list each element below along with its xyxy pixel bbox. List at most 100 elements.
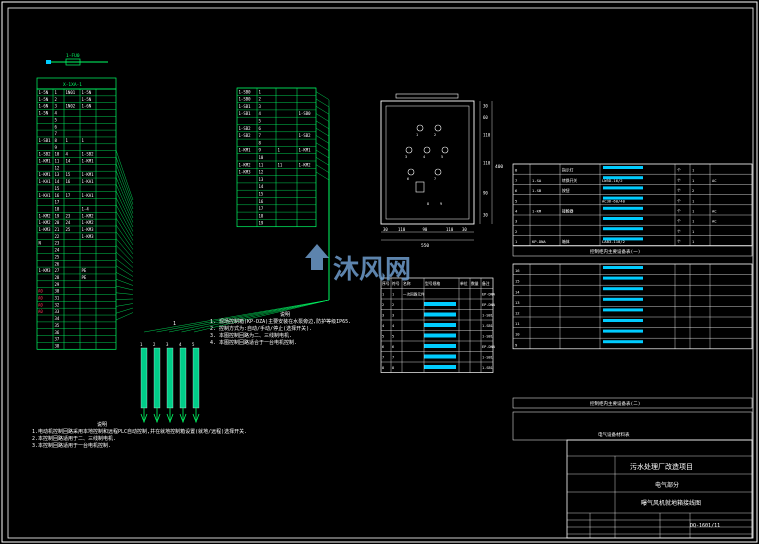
comp-cell: 6 <box>392 345 394 349</box>
indicator-lamp-icon <box>407 168 415 176</box>
bom-top-cell: 1 <box>692 168 695 173</box>
cable-fan-line <box>115 303 134 307</box>
dim-label: 90 <box>483 191 488 196</box>
cable-fan-line <box>115 211 134 241</box>
tb2-cell: 19 <box>259 221 264 226</box>
tb1-cell: 15 <box>66 172 71 177</box>
bus-end-icon <box>46 60 51 64</box>
bom-top-cell: 个 <box>677 229 681 234</box>
note-left-line: 3.本控制回路适用于一台电机控制. <box>32 443 112 449</box>
note-middle: 说明 1. 现场控制箱(KP-DZA)主要安装在水泵旁边,防护等级IP65. 2… <box>210 312 360 347</box>
title-drawing-no: DQ-1601/11 <box>690 523 721 529</box>
bom-top-cell: 4 <box>515 209 518 214</box>
dim-height: 400 <box>495 164 503 170</box>
bom-footer-box <box>512 411 753 441</box>
bom-bottom-cell: 16 <box>515 268 520 273</box>
tb1-cell: 10 <box>55 152 60 157</box>
comp-cell: 8 <box>392 366 394 370</box>
bom-bottom-cell: 12 <box>515 311 520 316</box>
tb2-cell: 13 <box>259 177 264 182</box>
bom-bottom-cell: 15 <box>515 279 520 284</box>
cable-fan-line <box>115 272 134 282</box>
tb2-cell: 3 <box>259 104 262 109</box>
cable-fan-line <box>115 183 134 223</box>
bom-top-cell: 个 <box>677 239 681 244</box>
comp-cell: 8 <box>382 366 384 370</box>
cable-sheath <box>153 347 161 409</box>
bom-top-cell: 1 <box>692 219 695 224</box>
bom-top-fill-bar <box>603 227 643 231</box>
tb2-cell: 1-KM1 <box>299 148 312 153</box>
tb1-cell: 37 <box>55 337 60 342</box>
tb1-cell: 1-6N <box>39 104 49 109</box>
bom-top-fill-bar <box>603 166 643 169</box>
bom-top-cell: LAB3-110/2 <box>602 239 625 244</box>
tb2-cell: 17 <box>259 206 264 211</box>
dim-label: 30 <box>483 213 488 218</box>
tb2-cell: 10 <box>259 155 264 160</box>
dim-label: 30 <box>383 227 388 232</box>
bom-top-cell: 个 <box>677 219 681 224</box>
bom-top-cell: LW5D-16/2 <box>602 178 623 183</box>
tb1-cell: 24 <box>55 248 60 253</box>
tb2-lead <box>315 164 330 173</box>
comp-header-cell: 序号 <box>382 281 390 286</box>
tb1-cell: 34 <box>55 316 60 321</box>
tb2-cell: 1-KM1 <box>239 148 252 153</box>
panel-part-label: 6 <box>407 177 409 181</box>
comp-cell: 1 <box>382 293 384 297</box>
dim-total: 550 <box>421 243 429 249</box>
tb2-cell: 18 <box>259 213 264 218</box>
bom-top-cell: 7 <box>515 178 517 183</box>
tb1-cell: 9 <box>55 145 58 150</box>
tb1-cell: 1-5N <box>82 90 92 95</box>
tb1-cell: 19 <box>55 213 60 218</box>
tb1-cell: 13 <box>55 172 60 177</box>
tb1-cell: 25 <box>66 227 71 232</box>
cable-fan-line <box>115 149 134 201</box>
cable-fan-line <box>168 299 330 333</box>
comp-header-cell: 符号 <box>392 281 400 286</box>
note-left: 说明 1.电动机控制回路采用本地控制和远程PLC自动控制,并在就地控制箱设置(就… <box>32 422 247 450</box>
tb1-cell: 1 <box>82 138 85 143</box>
comp-fill-bar <box>424 312 456 317</box>
bom-bottom-cell: 11 <box>515 321 520 326</box>
tb1-cell: 23 <box>55 241 60 246</box>
tb2-cell: 1-SB0 <box>239 89 252 94</box>
cable-sheath <box>166 347 174 409</box>
bom-top-cell: 1 <box>692 239 695 244</box>
note-middle-line: 1. 现场控制箱(KP-DZA)主要安装在水泵旁边,防护等级IP65. <box>210 319 352 325</box>
arrow-down-icon <box>140 413 148 424</box>
tb1-cell: PE <box>82 275 87 280</box>
tb1-cell: 1-KM3 <box>82 227 95 232</box>
indicator-lamp-icon <box>423 146 431 154</box>
inner-frame <box>7 7 754 539</box>
comp-cell: 2 <box>382 303 384 307</box>
cable-fan-line <box>115 217 134 246</box>
tb1-cell: 17 <box>66 193 71 198</box>
dim-label: 110 <box>483 133 491 138</box>
bom-top-cell: 指示灯 <box>562 168 574 173</box>
bom-top-cell: 3 <box>515 219 517 224</box>
cable-fan-line <box>115 163 134 210</box>
tb1-cell: 1-5N <box>39 90 49 95</box>
bom-top-cell: AC <box>712 178 717 183</box>
tb2-cell: 1-KM2 <box>239 162 252 167</box>
tb1-cell: 1-KA1 <box>39 193 52 198</box>
tb1-cell: 1-KM2 <box>39 220 52 225</box>
bom-top-cell: 个 <box>677 168 681 173</box>
tb2-cell: 4 <box>259 111 262 116</box>
comp-cell: 1-SB1 <box>482 324 493 328</box>
bom-bottom-cell: 14 <box>515 289 520 294</box>
tb1-cell: 1-KM2 <box>82 220 95 225</box>
bom-top-cell: 6 <box>515 188 518 193</box>
bom-top-cell: 8 <box>515 168 518 173</box>
cable-fan-line <box>156 299 330 333</box>
tb1-cell: 25 <box>55 254 60 259</box>
tb1-cell: 35 <box>55 323 60 328</box>
fuse-symbol <box>65 58 81 66</box>
cable-fan-line <box>143 299 330 333</box>
tb1-cell: 23 <box>66 213 71 218</box>
dim-label: 110 <box>446 227 454 232</box>
